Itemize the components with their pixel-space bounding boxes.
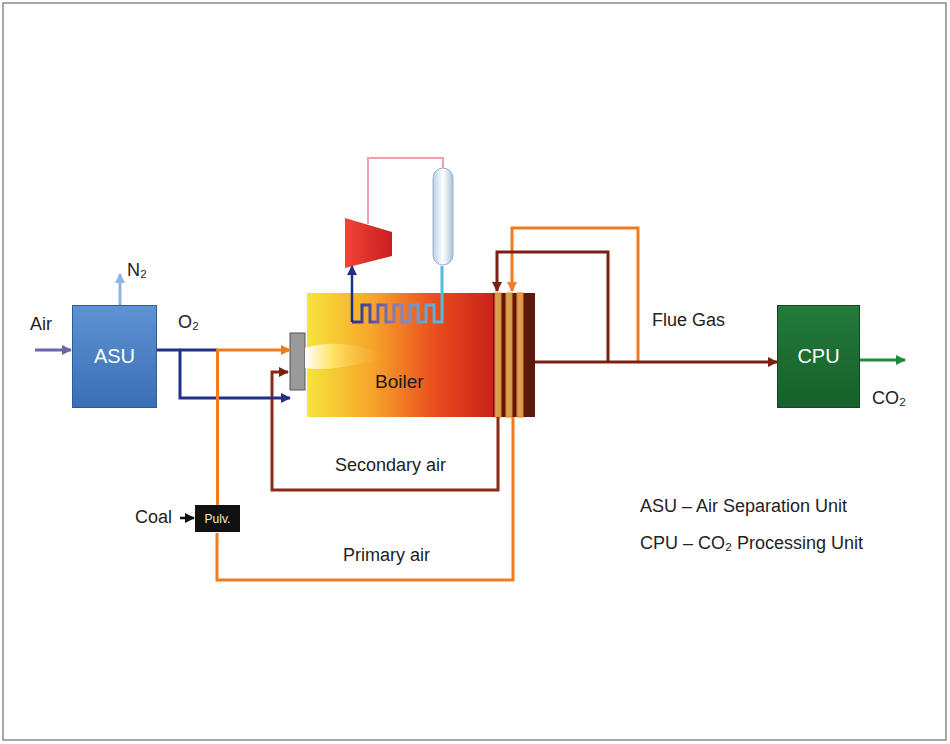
- turbine: [345, 218, 392, 268]
- oxygen-line: [180, 349, 217, 352]
- pulverizer-box: Pulv.: [195, 505, 240, 532]
- primary-recycle-line: [217, 417, 513, 580]
- text-label: ASU – Air Separation Unit: [640, 496, 847, 518]
- heat-exchanger: [493, 293, 535, 417]
- steam-line: [368, 158, 443, 224]
- flow-connector: [535, 361, 777, 364]
- flow-connector: [157, 350, 290, 398]
- text-label: Secondary air: [335, 455, 446, 477]
- node-text: CPU: [797, 345, 839, 368]
- steam-line: [351, 266, 354, 322]
- text-label: CO₂: [872, 388, 906, 410]
- text-label: O₂: [178, 312, 199, 334]
- boiler-tubes: [352, 266, 442, 322]
- node-text: Boiler: [375, 371, 424, 393]
- flame: [305, 344, 392, 369]
- primary-recycle-line: [512, 228, 638, 362]
- text-label: Air: [30, 314, 52, 336]
- flow-connector: [218, 350, 291, 505]
- node-text: Pulv.: [205, 512, 231, 526]
- text-label: Primary air: [343, 545, 430, 567]
- text-label: CPU – CO₂ Processing Unit: [640, 533, 863, 555]
- air-arrow: [35, 349, 71, 352]
- coal-arrow: [180, 517, 194, 520]
- burner: [290, 333, 305, 390]
- edge-label: Flue Gas: [650, 310, 727, 332]
- nitrogen-arrow: [119, 274, 122, 305]
- boiler-unit: Boiler: [290, 293, 535, 417]
- process-box: ASU: [72, 305, 157, 408]
- frame: [3, 3, 946, 740]
- text-label: N₂: [127, 260, 147, 282]
- co2-arrow: [860, 359, 905, 362]
- secondary-recycle-line: [272, 372, 498, 490]
- text-label: Coal: [135, 507, 172, 529]
- steam-drum: [433, 168, 453, 265]
- secondary-recycle-line: [497, 252, 608, 362]
- process-box: CPU: [777, 305, 860, 408]
- node-text: ASU: [94, 345, 135, 368]
